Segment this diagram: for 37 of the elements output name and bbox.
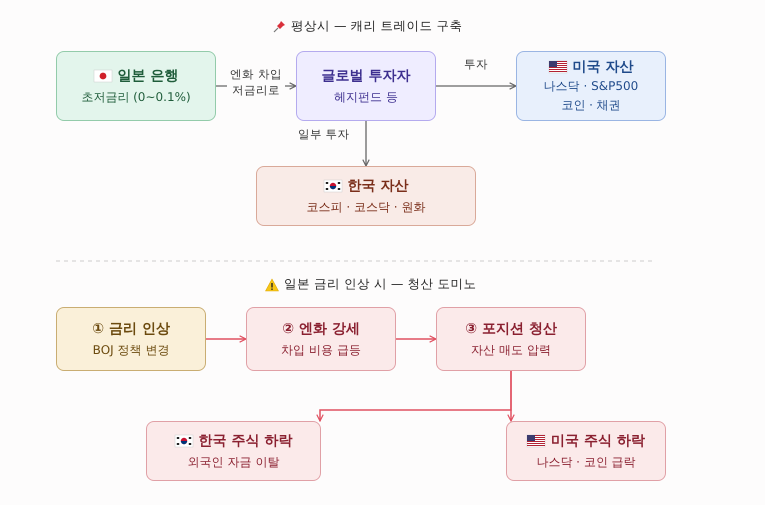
arrow <box>206 335 247 343</box>
box-title: 미국 주식 하락 <box>551 432 645 450</box>
box-title: 한국 자산 <box>348 176 408 194</box>
section-heading: 일본 금리 인상 시 — 청산 도미노 <box>284 276 476 293</box>
process-box <box>246 307 396 371</box>
box-title: ① 금리 인상 <box>92 320 170 338</box>
arrow <box>507 371 515 422</box>
box-subtitle: 차입 비용 급등 <box>281 342 361 358</box>
box-subtitle: 코인 · 채권 <box>561 97 621 114</box>
process-box <box>506 421 666 481</box>
box-subtitle: 코스피 · 코스닥 · 원화 <box>306 198 426 216</box>
box-subtitle: 나스닥 · 코인 급락 <box>536 454 636 470</box>
box-subtitle: 초저금리 (0~0.1%) <box>81 88 191 106</box>
box-title: ③ 포지션 청산 <box>465 320 557 338</box>
process-box <box>296 51 436 121</box>
box-title: 글로벌 투자자 <box>322 66 410 84</box>
box-title: ② 엔화 강세 <box>282 320 360 338</box>
box-title: 미국 자산 <box>572 58 634 76</box>
process-box <box>516 51 666 121</box>
process-box <box>256 166 476 226</box>
arrow <box>362 121 370 167</box>
process-box <box>146 421 321 481</box>
box-subtitle: BOJ 정책 변경 <box>92 342 170 358</box>
box-subtitle: 자산 매도 압력 <box>471 342 551 358</box>
process-box <box>56 307 206 371</box>
process-box <box>56 51 216 121</box>
edge-label: 엔화 차입 저금리로 <box>227 66 285 98</box>
arrow <box>396 335 437 343</box>
box-subtitle: 나스닥 · S&P500 <box>544 78 638 95</box>
box-subtitle: 헤지펀드 등 <box>334 88 398 106</box>
process-box <box>436 307 586 371</box>
section-heading: 평상시 — 캐리 트레이드 구축 <box>291 18 462 35</box>
arrow <box>436 82 517 90</box>
box-title: 한국 주식 하락 <box>198 432 292 450</box>
box-title: 일본 은행 <box>118 66 178 84</box>
edge-label: 투자 <box>464 56 488 72</box>
box-subtitle: 외국인 자금 이탈 <box>188 454 280 470</box>
